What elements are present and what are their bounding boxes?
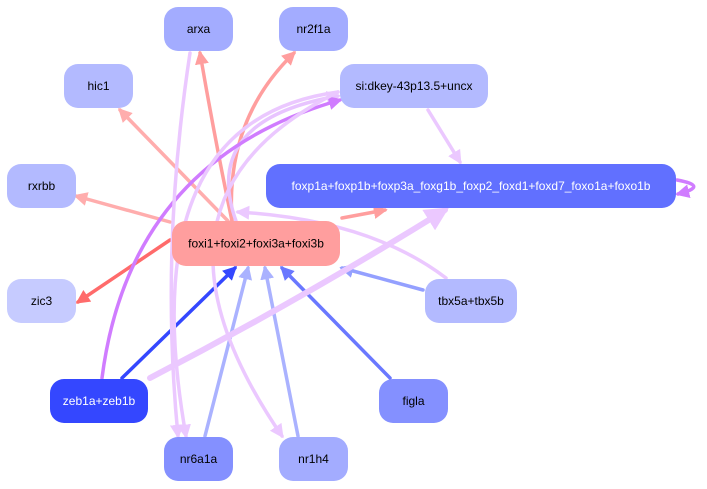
- node-box: [164, 7, 233, 51]
- node-box: [172, 221, 340, 266]
- edge-foxi-to-hic1: [118, 107, 230, 223]
- node-label: rxrbb: [28, 179, 56, 193]
- edge-layer: [73, 50, 696, 439]
- edge-sidkey-to-nr6a1a: [172, 90, 340, 439]
- node-rxrbb[interactable]: rxrbb: [7, 164, 76, 208]
- node-foxi[interactable]: foxi1+foxi2+foxi3a+foxi3b: [172, 221, 340, 266]
- node-box: [164, 437, 233, 481]
- node-label: nr1h4: [298, 452, 329, 466]
- node-label: nr2f1a: [296, 22, 330, 36]
- edge-zeb1-to-foxp: [147, 207, 450, 381]
- node-box: [7, 279, 76, 323]
- edge-tbx5-to-sidkey: [235, 205, 448, 280]
- node-label: figla: [402, 394, 424, 408]
- node-nr2f1a[interactable]: nr2f1a: [279, 7, 348, 51]
- node-box: [279, 437, 348, 481]
- edge-foxi-to-rxrbb: [73, 192, 172, 224]
- node-arxa[interactable]: arxa: [164, 7, 233, 51]
- node-label: hic1: [87, 79, 109, 93]
- edge-foxi-to-sidkey: [226, 91, 341, 223]
- node-box: [340, 64, 488, 108]
- edge-sidkey-to-foxp: [426, 108, 462, 165]
- node-box: [50, 379, 148, 423]
- edge-foxi-to-foxp: [340, 205, 388, 220]
- node-label: zic3: [31, 294, 53, 308]
- edge-nr6a1a-to-foxi: [203, 265, 253, 438]
- edge-tbx5-to-foxi: [339, 264, 425, 292]
- node-box: [266, 164, 676, 208]
- node-label: nr6a1a: [180, 452, 218, 466]
- node-zeb1[interactable]: zeb1a+zeb1b: [50, 379, 148, 423]
- node-box: [7, 164, 76, 208]
- node-box: [279, 7, 348, 51]
- edge-foxi-to-zic3: [75, 238, 172, 304]
- node-label: tbx5a+tbx5b: [438, 294, 504, 308]
- edge-nr1h4-to-foxi: [260, 265, 300, 438]
- node-box: [379, 379, 448, 423]
- node-label: foxi1+foxi2+foxi3a+foxi3b: [188, 237, 324, 251]
- node-layer: arxa nr2f1a hic1 si:dkey-43p13.5+uncx foxp1a…: [7, 7, 676, 481]
- edge-foxi-to-arxa: [195, 50, 234, 223]
- node-box: [425, 279, 517, 323]
- node-box: [64, 64, 133, 108]
- node-nr6a1a[interactable]: nr6a1a: [164, 437, 233, 481]
- node-nr1h4[interactable]: nr1h4: [279, 437, 348, 481]
- node-sidkey[interactable]: si:dkey-43p13.5+uncx: [340, 64, 488, 108]
- node-label: foxp1a+foxp1b+foxp3a_foxg1b_foxp2_foxd1+…: [292, 179, 651, 193]
- node-figla[interactable]: figla: [379, 379, 448, 423]
- node-label: si:dkey-43p13.5+uncx: [355, 79, 472, 93]
- node-label: zeb1a+zeb1b: [63, 394, 136, 408]
- edge-figla-to-foxi: [280, 266, 392, 380]
- edge-foxp-to-foxp: [675, 178, 696, 199]
- node-hic1[interactable]: hic1: [64, 64, 133, 108]
- node-label: arxa: [187, 22, 211, 36]
- node-foxp[interactable]: foxp1a+foxp1b+foxp3a_foxg1b_foxp2_foxd1+…: [266, 164, 676, 208]
- node-tbx5[interactable]: tbx5a+tbx5b: [425, 279, 517, 323]
- node-zic3[interactable]: zic3: [7, 279, 76, 323]
